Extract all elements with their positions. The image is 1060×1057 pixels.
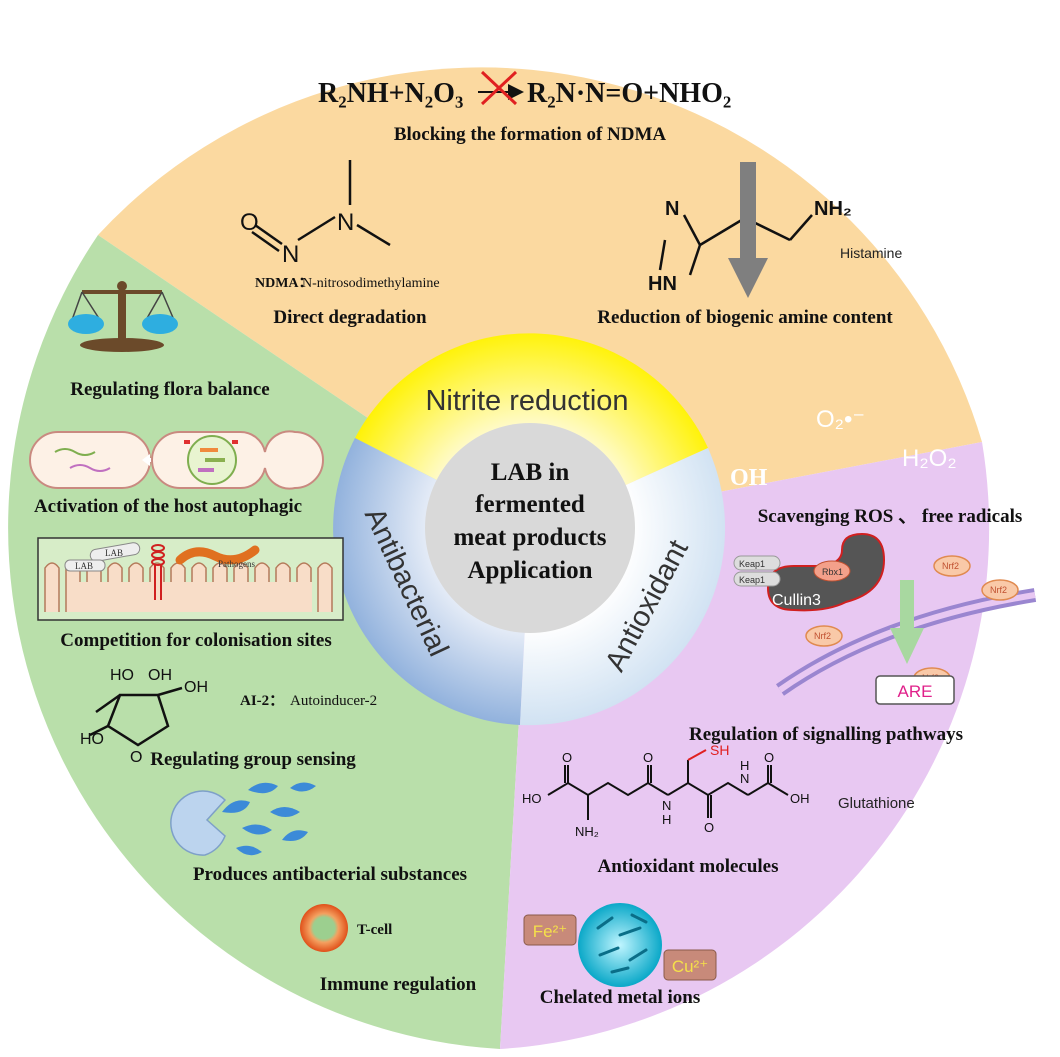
glutathione-nh2: NH₂ [575, 824, 599, 839]
tcell-label: T-cell [357, 922, 392, 938]
group-sensing-label: Regulating group sensing [150, 749, 356, 770]
center-line-3: meat products [453, 524, 606, 551]
antioxidant-molecules-label: Antioxidant molecules [597, 856, 778, 877]
keap1-label-1: Keap1 [739, 559, 765, 569]
down-arrow-icon [728, 162, 768, 298]
antibacterial-substances-label: Produces antibacterial substances [193, 864, 467, 885]
translocation-arrow-icon [890, 580, 924, 664]
fe-ion-box [523, 914, 577, 946]
ndma-n-atom-1: N [282, 241, 299, 268]
center-line-2: fermented [475, 491, 585, 518]
ndma-o-atom: O [240, 209, 259, 236]
center-circle [425, 423, 635, 633]
ai2-abbr: AI-2： [240, 693, 284, 709]
h2o2-label: H₂O₂ [902, 445, 957, 472]
immune-label: Immune regulation [320, 974, 477, 995]
glutathione-sh: SH [710, 742, 729, 758]
glutathione-o-3: O [704, 820, 714, 835]
fe-ion-label: Fe²⁺ [533, 922, 567, 941]
glutathione-o-2: O [643, 750, 653, 765]
antibacterial-substances-icon [170, 782, 316, 856]
ai2-o-ring: O [130, 749, 142, 766]
lab-label-1: LAB [105, 548, 123, 558]
o2-label: O₂•⁻ [816, 406, 865, 433]
ndma-abbr: NDMA： [255, 276, 313, 291]
chelated-label: Chelated metal ions [540, 987, 700, 1008]
signalling-label: Regulation of signalling pathways [689, 724, 963, 745]
equation-left: R₂NH+N₂O₃ [318, 78, 463, 109]
histamine-nh2: NH₂ [814, 198, 852, 220]
oh-radical-label: OH [730, 465, 768, 491]
ndma-n-atom-2: N [337, 209, 354, 236]
histamine-n-atom: N [665, 198, 679, 220]
colonisation-label: Competition for colonisation sites [60, 630, 331, 651]
ai2-structure [89, 686, 183, 747]
colonisation-icon [37, 537, 344, 621]
ai2-ho-1: HO [110, 667, 134, 684]
center-line-1: LAB in [491, 459, 570, 486]
lab-label-2: LAB [75, 561, 93, 571]
nrf2-label-3: Nrf2 [814, 631, 831, 641]
pathogens-label: Pathogens [218, 559, 255, 569]
glutathione-ho: HO [522, 791, 542, 806]
ai2-full: Autoinducer-2 [290, 693, 377, 709]
ai2-oh-2: OH [184, 679, 208, 696]
glutathione-n-2: N [740, 771, 749, 786]
ai2-ho-2: HO [80, 731, 104, 748]
glutathione-n-1: N [662, 798, 671, 813]
ndma-structure [251, 160, 391, 253]
glutathione-structure [547, 749, 789, 820]
histamine-hn-atom: HN [648, 273, 677, 295]
glutathione-o-1: O [562, 750, 572, 765]
rbx1-label: Rbx1 [822, 567, 843, 577]
blocking-label: Blocking the formation of NDMA [394, 124, 667, 145]
are-box [875, 675, 955, 705]
glutathione-oh: OH [790, 791, 810, 806]
scavenging-label: Scavenging ROS 、 free radicals [758, 506, 1023, 527]
autophagic-label: Activation of the host autophagic [34, 496, 302, 517]
blocked-cross-icon [480, 70, 518, 106]
direct-degradation-label: Direct degradation [273, 307, 427, 328]
are-label: ARE [898, 682, 933, 701]
histamine-label: Histamine [840, 245, 902, 261]
tcell-icon [300, 904, 348, 952]
ndma-full: N-nitrosodimethylamine [302, 276, 440, 291]
autophagy-cells-icon [29, 430, 324, 490]
flora-balance-label: Regulating flora balance [70, 379, 270, 400]
glutathione-h-2: H [740, 758, 749, 773]
cullin3-label: Cullin3 [772, 592, 821, 609]
cu-ion-label: Cu²⁺ [672, 957, 708, 976]
cullin3-complex-icon [733, 532, 886, 612]
equation-right: R₂N·N=O+NHO₂ [527, 78, 731, 109]
glutathione-h-1: H [662, 812, 671, 827]
cu-ion-box [663, 949, 717, 981]
glutathione-o-4: O [764, 750, 774, 765]
bacteria-cluster-icon [578, 903, 662, 987]
ring-label-nitrite: Nitrite reduction [425, 385, 628, 417]
balance-scale-icon [68, 281, 178, 352]
keap1-label-2: Keap1 [739, 575, 765, 585]
nrf2-label-1: Nrf2 [942, 561, 959, 571]
top-sector [98, 67, 982, 529]
center-line-4: Application [467, 557, 592, 584]
nrf2-label-2: Nrf2 [990, 585, 1007, 595]
ai2-oh-1: OH [148, 667, 172, 684]
reduction-biogenic-label: Reduction of biogenic amine content [597, 307, 893, 328]
glutathione-label: Glutathione [838, 795, 915, 812]
dpph-label: DPPH [972, 371, 1039, 398]
